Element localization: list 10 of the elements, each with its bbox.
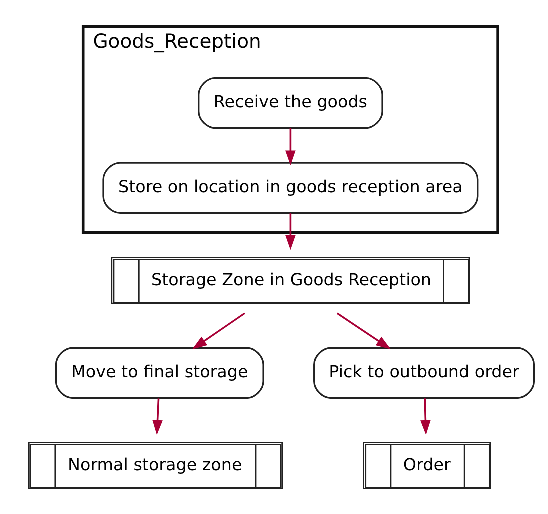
node-box: Receive the goods [198, 77, 384, 130]
node-box: Pick to outbound order [314, 347, 536, 400]
arrow [192, 312, 246, 350]
node-box: Move to final storage [55, 347, 264, 400]
arrow [336, 312, 392, 350]
arrow [420, 398, 431, 436]
arrow [152, 398, 163, 436]
arrow [286, 214, 296, 250]
node-box: Store on location in goods reception area [102, 162, 479, 214]
arrow [286, 128, 296, 166]
